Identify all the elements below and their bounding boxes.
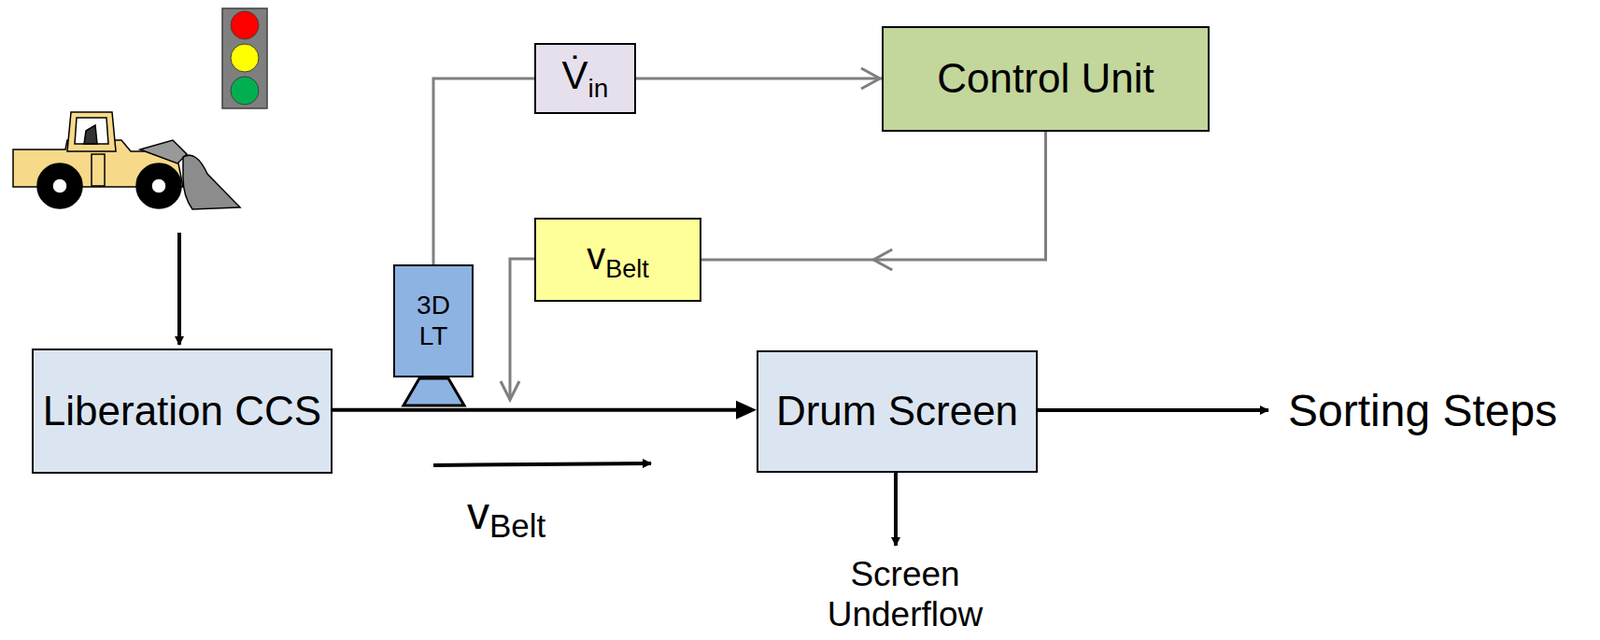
wheel-loader [13, 112, 241, 210]
sensor-tripod [403, 378, 465, 406]
setpoint-line [500, 258, 535, 400]
node-text: Control Unit [936, 55, 1154, 103]
speed-label: vBelt [467, 487, 546, 545]
connector [701, 131, 1047, 270]
node-text: Drum Screen [776, 387, 1019, 436]
node-text: V̇in [562, 53, 609, 104]
output-arrow [1037, 408, 1269, 412]
connector [636, 68, 882, 89]
process-box: Liberation CCS [31, 348, 333, 474]
sensor-box: 3D LT [393, 264, 474, 378]
output-label: Screen Underflow [807, 554, 1004, 635]
signal-box: vBelt [534, 217, 702, 302]
connector [332, 400, 757, 420]
connector [433, 78, 535, 265]
output-label: Sorting Steps [1288, 384, 1558, 437]
node-text: vBelt [586, 234, 650, 284]
traffic-light [222, 8, 268, 109]
controller-box: Control Unit [881, 26, 1210, 132]
node-text: Liberation CCS [42, 387, 322, 436]
signal-box: V̇in [534, 42, 637, 114]
belt-direction-arrow [433, 463, 652, 466]
process-box: Drum Screen [756, 350, 1038, 473]
node-text: 3D LT [409, 290, 458, 351]
feed-arrow [177, 232, 182, 345]
underflow-arrow [893, 472, 898, 546]
